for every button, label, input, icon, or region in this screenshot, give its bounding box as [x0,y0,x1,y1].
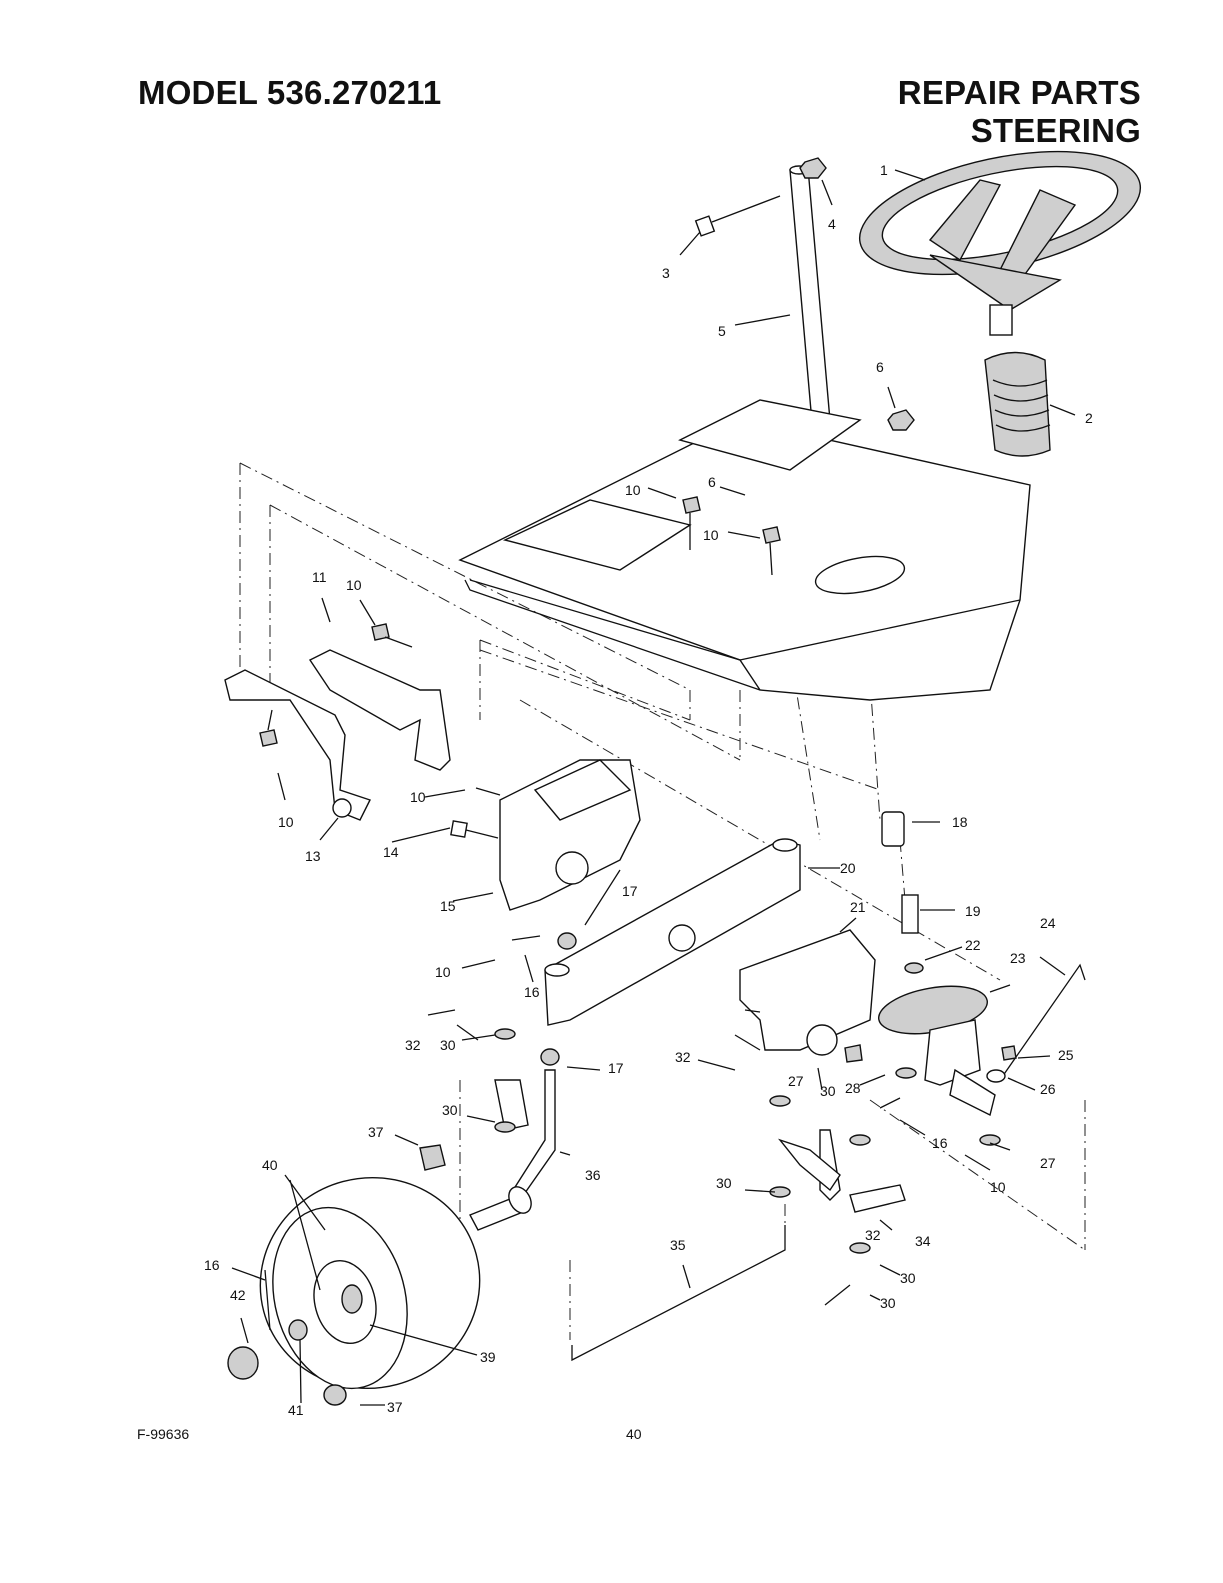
callout-10f: 10 [435,964,451,980]
callout-10a: 10 [625,482,641,498]
callout-28: 28 [845,1080,861,1096]
callout-37a: 37 [368,1124,384,1140]
callout-3: 3 [662,265,670,281]
steering-wheel [849,129,1152,335]
callout-35: 35 [670,1237,686,1253]
callout-26: 26 [1040,1081,1056,1097]
callout-19: 19 [965,903,981,919]
callout-30e: 30 [900,1270,916,1286]
callout-11: 11 [312,569,327,585]
callout-23: 23 [1010,950,1026,966]
callout-27a: 27 [1040,1155,1056,1171]
drag-link [987,965,1085,1082]
callout-16b: 16 [932,1135,948,1151]
callout-30c: 30 [442,1102,458,1118]
callout-42: 42 [230,1287,246,1303]
callout-25: 25 [1058,1047,1074,1063]
callout-10d: 10 [410,789,426,805]
callout-16c: 16 [204,1257,220,1273]
callout-17a: 17 [622,883,638,899]
front-wheel [228,1153,503,1413]
center-plate [451,760,640,910]
callout-2: 2 [1085,410,1093,426]
callout-20: 20 [840,860,856,876]
callout-10c: 10 [346,577,362,593]
callout-16a: 16 [524,984,540,1000]
callout-6b: 6 [708,474,716,490]
callout-22: 22 [965,937,981,953]
right-bracket [740,930,875,1055]
callout-34: 34 [915,1233,931,1249]
callout-41: 41 [288,1402,304,1418]
callout-4: 4 [828,216,836,232]
callout-13: 13 [305,848,321,864]
callout-18: 18 [952,814,968,830]
figure-code: F-99636 [137,1426,189,1442]
callout-30d: 30 [716,1175,732,1191]
callout-30a: 30 [820,1083,836,1099]
callout-39: 39 [480,1349,496,1365]
callout-32c: 30 [880,1295,896,1311]
callout-10g: 10 [990,1179,1006,1195]
callout-1: 1 [880,162,888,178]
callout-15: 15 [440,898,456,914]
callout-40: 40 [262,1157,278,1173]
callout-6a: 6 [876,359,884,375]
steering-gear [875,812,995,1115]
callout-21: 21 [850,899,866,915]
callout-30b: 30 [440,1037,456,1053]
callout-17b: 17 [608,1060,624,1076]
callout-32a: 32 [405,1037,421,1053]
callout-10e: 10 [278,814,294,830]
callout-32b: 32 [675,1049,691,1065]
callout-37b: 37 [387,1399,403,1415]
callout-14: 14 [383,844,399,860]
callout-10b: 10 [703,527,719,543]
callout-30f: 32 [865,1227,881,1243]
callout-24: 24 [1040,915,1056,931]
callout-5: 5 [718,323,726,339]
steering-boot [985,353,1050,457]
callout-27b: 27 [788,1073,804,1089]
page-number: 40 [626,1426,642,1442]
spindles [470,1070,905,1360]
callout-36: 36 [585,1167,601,1183]
